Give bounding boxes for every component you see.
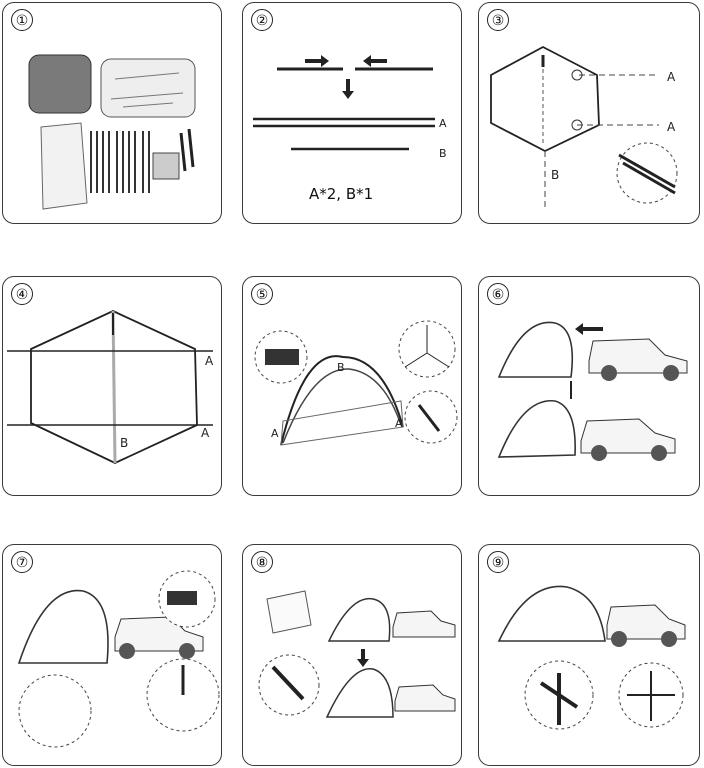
car-top [392,610,456,638]
carry-bag [40,122,88,210]
tent-base-hexagon [490,45,600,153]
tent-dome [280,355,404,446]
pole-a-label-2: A [395,417,403,430]
poles-bundle [90,131,150,193]
car-bottom [394,684,456,712]
step-1-panel: ① [2,2,222,224]
pole-a-label-2: A [667,120,676,134]
car-door-detail [18,674,92,748]
tent-top [327,597,391,642]
step-9-illustration [497,585,686,730]
step-6-number: ⑥ [487,283,509,305]
stake-detail [404,390,458,444]
step-5-panel: ⑤ A A B [242,276,462,496]
step-4-illustration: A A B [7,310,214,464]
tent-dome [497,585,606,642]
step-8-number: ⑧ [251,551,273,573]
step-5-illustration: A A B [254,320,458,446]
straps [179,128,195,172]
step-8-illustration [258,590,456,718]
step-2-panel: ② A B A*2, B*1 [242,2,462,224]
pole-count-caption: A*2, B*1 [309,185,374,203]
tarp-sheet [266,590,312,634]
step-6-illustration [497,321,688,461]
magnifier-detail [616,142,678,204]
tent-mesh-bag [28,54,92,114]
tent-fabric [100,58,196,118]
pole-label-a: A [439,117,447,130]
step-5-number: ⑤ [251,283,273,305]
tent-dome [17,589,109,664]
arrow-left-icon [363,55,387,67]
arrow-down-icon [342,79,354,99]
step-6-panel: ⑥ [478,276,700,496]
arrow-left-icon [575,323,603,335]
step-3-number: ③ [487,9,509,31]
step-7-illustration [17,570,220,748]
step-1-number: ① [11,9,33,31]
pole-a-label-1: A [271,427,279,440]
arrow-right-icon [305,55,329,67]
step-7-number: ⑦ [11,551,33,573]
pole-a-label-1: A [205,354,214,368]
step-2-number: ② [251,9,273,31]
step-8-panel: ⑧ [242,544,462,766]
stakes-bag [152,152,180,180]
pole-a-label-1: A [667,70,676,84]
step-1-illustration [28,54,196,210]
step-4-number: ④ [11,283,33,305]
pole-b-label: B [551,168,559,182]
step-3-illustration: A A B [490,45,678,211]
tent-bottom [325,668,394,718]
step-7-panel: ⑦ [2,544,222,766]
step-2-illustration: A B [253,55,447,160]
step-9-number: ⑨ [487,551,509,573]
step-9-panel: ⑨ [478,544,700,766]
pole-b-label: B [120,436,128,450]
pole-a-label-2: A [201,426,210,440]
tent-bottom [497,400,576,458]
arrow-down-icon [357,649,369,667]
step-3-panel: ③ A A B [478,2,700,224]
tent-top [497,321,574,378]
pole-b-label: B [337,361,345,374]
pole-label-b: B [439,147,447,160]
step-4-panel: ④ A A B [2,276,222,496]
